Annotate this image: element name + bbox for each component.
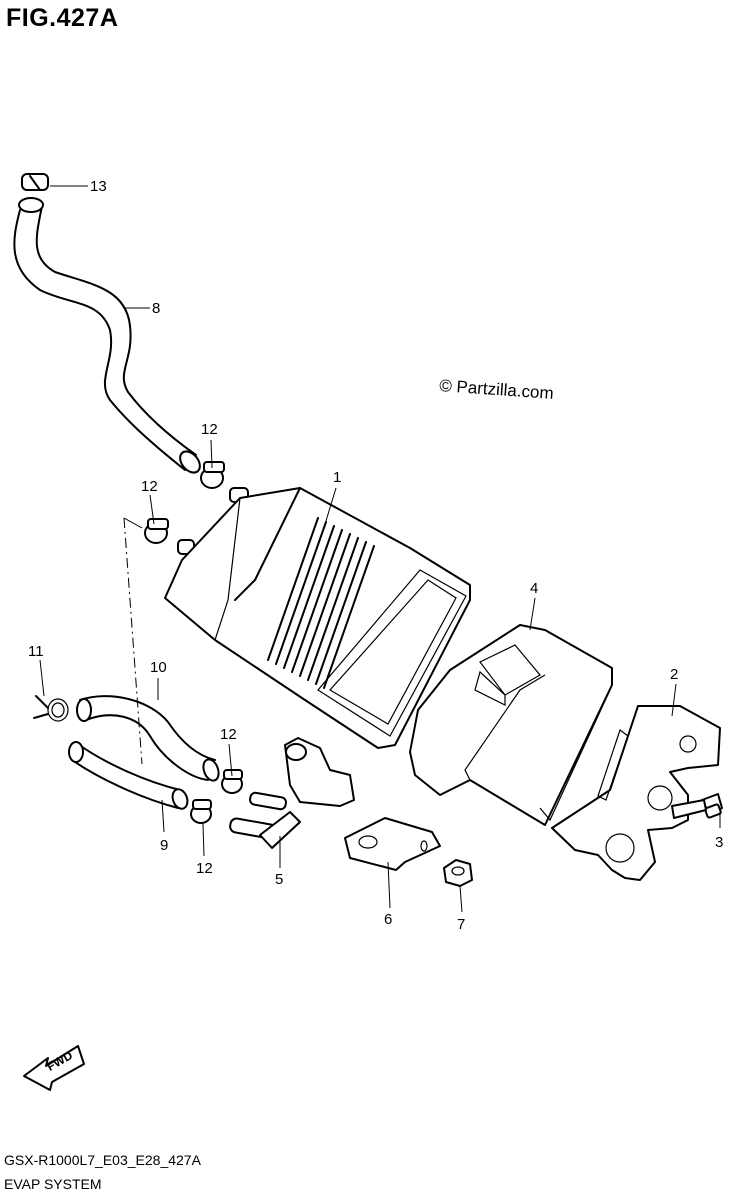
callout-11: 11 xyxy=(28,643,44,660)
nut-7[interactable] xyxy=(443,859,473,887)
callout-1: 1 xyxy=(333,469,342,486)
alignment-line-tick xyxy=(123,517,143,529)
canister-cover-4[interactable] xyxy=(409,624,613,826)
alignment-line xyxy=(123,517,143,765)
clamp-12-lower-left[interactable] xyxy=(190,799,212,824)
callout-8: 8 xyxy=(152,300,161,317)
callout-4: 4 xyxy=(530,580,539,597)
callout-10: 10 xyxy=(150,659,167,676)
bracket-2[interactable] xyxy=(551,705,721,881)
callout-3: 3 xyxy=(715,834,724,851)
fwd-arrow-icon xyxy=(23,1045,85,1091)
hose-10[interactable] xyxy=(76,695,221,783)
clamp-12-upper[interactable] xyxy=(200,461,249,503)
leader-lines xyxy=(39,185,721,913)
purge-valve-5[interactable] xyxy=(229,737,355,849)
clamp-13[interactable] xyxy=(21,173,49,191)
clamp-12-left[interactable] xyxy=(144,518,195,555)
hose-8[interactable] xyxy=(13,197,203,476)
evap-canister-1[interactable] xyxy=(164,487,471,749)
callout-5: 5 xyxy=(275,871,284,888)
callout-12-left: 12 xyxy=(141,478,158,495)
callout-12-upper: 12 xyxy=(201,421,218,438)
figure-title: FIG.427A xyxy=(6,4,119,32)
bolt-3[interactable] xyxy=(671,793,723,819)
callout-6: 6 xyxy=(384,911,393,928)
figure-subtitle: EVAP SYSTEM xyxy=(4,1176,102,1192)
hose-9[interactable] xyxy=(68,741,190,811)
callout-2: 2 xyxy=(670,666,679,683)
callout-9: 9 xyxy=(160,837,169,854)
callout-7: 7 xyxy=(457,916,466,933)
model-code: GSX-R1000L7_E03_E28_427A xyxy=(4,1152,201,1168)
clamp-12-lower-right[interactable] xyxy=(221,769,243,794)
callout-12-lower-right: 12 xyxy=(220,726,237,743)
callout-13: 13 xyxy=(90,178,107,195)
clamp-11[interactable] xyxy=(33,695,69,722)
bracket-6[interactable] xyxy=(344,817,441,871)
callout-12-lower-left: 12 xyxy=(196,860,213,877)
